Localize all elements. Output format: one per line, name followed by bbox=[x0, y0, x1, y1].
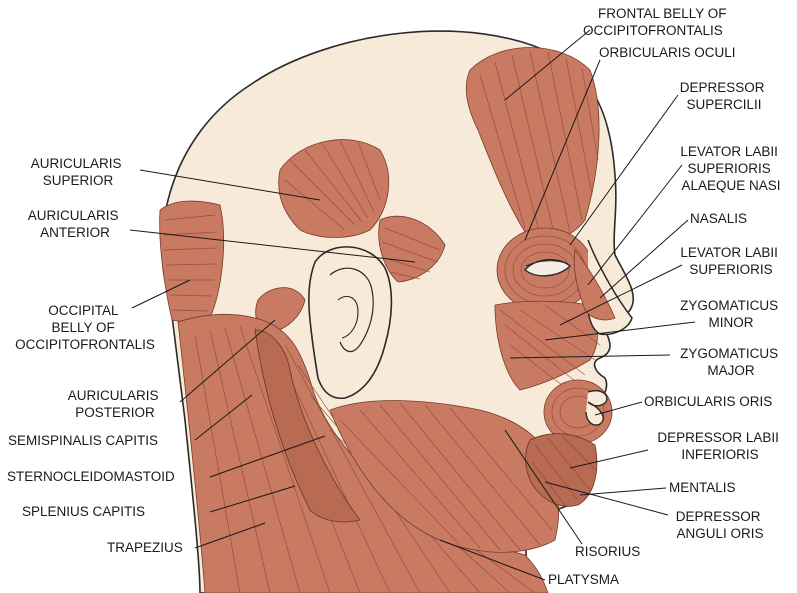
leader-mentalis bbox=[580, 488, 666, 495]
label-sternocleidomastoid: STERNOCLEIDOMASTOID bbox=[7, 469, 175, 484]
label-trapezius: TRAPEZIUS bbox=[107, 540, 183, 555]
label-zyg-minor: ZYGOMATICUS MINOR bbox=[680, 298, 782, 330]
label-semispinalis: SEMISPINALIS CAPITIS bbox=[8, 433, 158, 448]
label-platysma: PLATYSMA bbox=[548, 572, 619, 587]
label-depressor-labii: DEPRESSOR LABII INFERIORIS bbox=[657, 430, 782, 462]
label-auricularis-superior: AURICULARIS SUPERIOR bbox=[31, 156, 126, 188]
label-auricularis-anterior: AURICULARIS ANTERIOR bbox=[28, 208, 123, 240]
label-nasalis: NASALIS bbox=[690, 211, 747, 226]
label-auricularis-posterior: AURICULARIS POSTERIOR bbox=[68, 388, 163, 420]
label-depressor-supercilii: DEPRESSOR SUPERCILII bbox=[680, 80, 769, 112]
occipital-belly-muscle bbox=[160, 201, 224, 321]
label-splenius: SPLENIUS CAPITIS bbox=[22, 504, 145, 519]
label-risorius: RISORIUS bbox=[575, 544, 640, 559]
label-orbicularis-oculi: ORBICULARIS OCULI bbox=[599, 45, 736, 60]
label-zyg-major: ZYGOMATICUS MAJOR bbox=[680, 346, 782, 378]
label-mentalis: MENTALIS bbox=[669, 480, 736, 495]
label-occipital-belly: OCCIPITAL BELLY OF OCCIPITOFRONTALIS bbox=[15, 303, 155, 352]
label-levator-labii: LEVATOR LABII SUPERIORIS bbox=[680, 245, 781, 277]
label-depressor-anguli: DEPRESSOR ANGULI ORIS bbox=[676, 509, 765, 541]
label-frontal-belly: FRONTAL BELLY OF OCCIPITOFRONTALIS bbox=[583, 6, 730, 38]
label-orbicularis-oris: ORBICULARIS ORIS bbox=[644, 394, 772, 409]
label-levator-alaeque: LEVATOR LABII SUPERIORIS ALAEQUE NASI bbox=[680, 144, 781, 193]
